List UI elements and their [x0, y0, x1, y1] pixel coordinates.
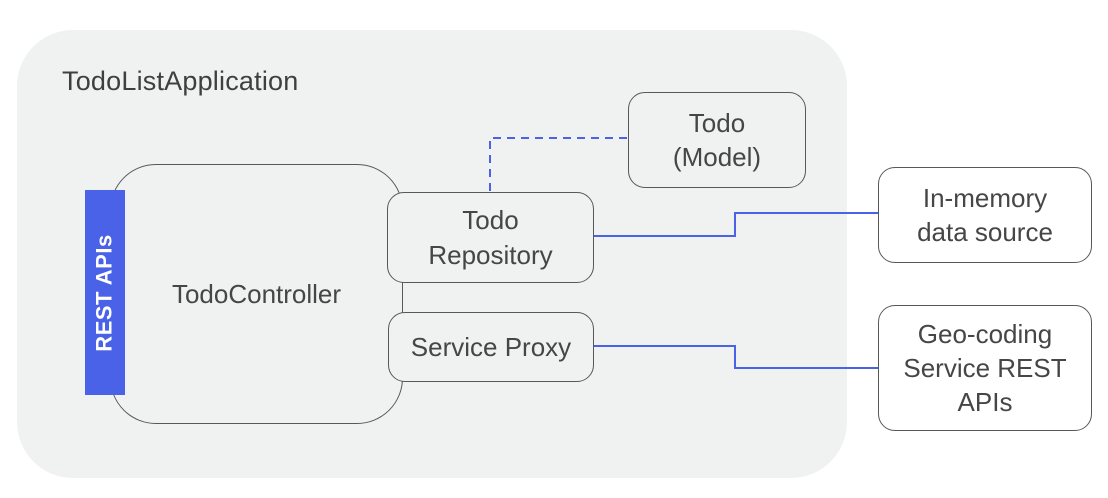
rest-apis-badge: REST APIs: [85, 190, 125, 395]
node-todo-model: Todo (Model): [628, 92, 806, 188]
node-todo-controller: TodoController: [110, 164, 403, 424]
container-title: TodoListApplication: [62, 66, 299, 96]
connector-repository-to-inmemory: [594, 212, 878, 237]
node-service-proxy: Service Proxy: [388, 312, 594, 382]
node-in-memory-data-source: In-memory data source: [878, 167, 1092, 263]
todo-model-label: Todo (Model): [672, 107, 762, 172]
connector-repository-to-model: [489, 137, 627, 191]
todo-controller-label: TodoController: [171, 278, 342, 309]
geo-coding-service-label: Geo-coding Service REST APIs: [903, 318, 1067, 418]
service-proxy-label: Service Proxy: [410, 331, 572, 362]
todo-repository-label: Todo Repository: [428, 205, 553, 270]
connector-proxy-to-geocoding: [594, 345, 878, 369]
node-todo-repository: Todo Repository: [387, 192, 594, 283]
in-memory-data-source-label: In-memory data source: [917, 182, 1053, 247]
node-geo-coding-service: Geo-coding Service REST APIs: [878, 305, 1092, 431]
